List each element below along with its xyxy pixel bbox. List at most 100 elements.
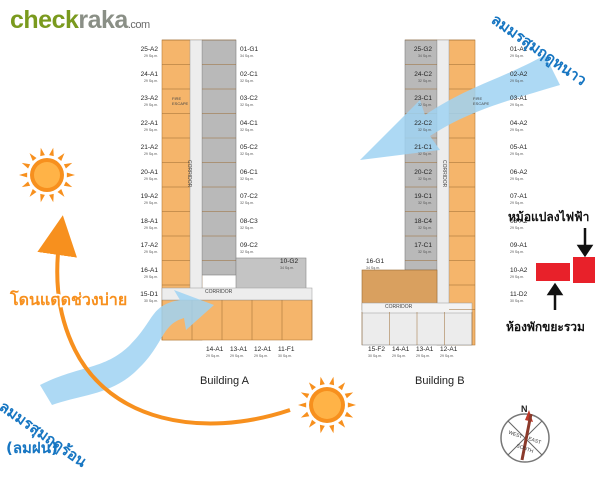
unit-code: 17-C1 [414, 242, 432, 249]
unit-size: 29 Sq.m. [143, 225, 158, 230]
sun-icon-bottom [298, 376, 356, 434]
unit-size: 29 Sq.m. [510, 78, 525, 83]
unit-size: 32 Sq.m. [417, 152, 432, 156]
unit-code: 15-D1 [140, 291, 158, 298]
unit-size: 32 Sq.m. [240, 176, 255, 181]
unit-code: 04-C1 [240, 119, 258, 127]
unit-code: 15-F2 [368, 346, 385, 353]
unit-code: 12-A1 [254, 346, 272, 353]
unit-code: 14-A1 [392, 346, 410, 353]
unit-size: 32 Sq.m. [240, 103, 255, 107]
unit-code: 16-G1 [366, 258, 385, 265]
unit-code: 09-A1 [510, 242, 528, 249]
unit-size: 34 Sq.m. [417, 54, 432, 58]
unit-code: 21-C1 [414, 144, 432, 151]
unit-size: 34 Sq.m. [366, 266, 381, 270]
building-b-name: Building B [415, 375, 465, 387]
unit-code: 13-A1 [416, 346, 434, 353]
unit-size: 32 Sq.m. [240, 250, 255, 254]
corridor-vertical-a: CORRIDOR [186, 160, 192, 188]
unit-size: 32 Sq.m. [417, 127, 432, 132]
unit-size: 29 Sq.m. [143, 152, 158, 156]
unit-size: 32 Sq.m. [240, 201, 255, 205]
unit-size: 29 Sq.m. [230, 354, 245, 358]
unit-code: 25-G2 [413, 46, 432, 53]
unit-size: 32 Sq.m. [417, 176, 432, 181]
hot-wind-note: (ลมฝน) [6, 439, 58, 457]
checkraka-logo: checkraka.com [10, 6, 150, 34]
unit-size: 30 Sq.m. [143, 299, 158, 303]
unit-size: 29 Sq.m. [416, 354, 431, 358]
unit-code: 02-C1 [240, 70, 258, 78]
fire-escape-b: FIRE ESCAPE [473, 96, 490, 106]
unit-code: 07-C2 [240, 193, 258, 200]
unit-size: 32 Sq.m. [240, 127, 255, 132]
unit-size: 29 Sq.m. [143, 103, 158, 107]
unit-code: 12-A1 [440, 346, 458, 353]
unit-size: 29 Sq.m. [510, 225, 525, 230]
unit-code: 18-C4 [414, 217, 432, 225]
unit-code: 10-A2 [510, 266, 528, 274]
unit-size: 29 Sq.m. [510, 250, 525, 254]
unit-size: 29 Sq.m. [143, 78, 158, 83]
sun-path-arrow [37, 215, 291, 426]
unit-code: 24-A1 [140, 70, 158, 78]
corridor-vertical-b: CORRIDOR [441, 160, 447, 188]
unit-size: 30 Sq.m. [278, 354, 293, 358]
unit-size: 29 Sq.m. [206, 354, 221, 358]
unit-size: 29 Sq.m. [143, 201, 158, 205]
unit-size: 29 Sq.m. [254, 354, 269, 358]
unit-size: 29 Sq.m. [143, 274, 158, 279]
compass-icon [500, 410, 550, 463]
unit-size: 29 Sq.m. [510, 176, 525, 181]
unit-size: 32 Sq.m. [240, 225, 255, 230]
unit-code: 19-C1 [414, 193, 432, 200]
cool-wind-arrow [360, 55, 560, 160]
unit-size: 29 Sq.m. [143, 176, 158, 181]
afternoon-sun-label: โดนแดดช่วงบ่าย [10, 290, 128, 309]
unit-code: 04-A2 [510, 119, 528, 127]
unit-code: 24-C2 [414, 70, 432, 78]
transformer-marker [536, 263, 570, 281]
unit-size: 32 Sq.m. [417, 78, 432, 83]
unit-size: 32 Sq.m. [417, 201, 432, 205]
unit-code: 21-A2 [140, 144, 158, 151]
unit-code: 23-C1 [414, 95, 432, 102]
unit-code: 05-C2 [240, 144, 258, 151]
unit-code: 06-A2 [510, 168, 528, 176]
unit-code: 23-A2 [140, 95, 158, 102]
unit-code: 20-A1 [140, 168, 158, 176]
corridor-label-a: CORRIDOR [205, 289, 233, 295]
unit-size: 29 Sq.m. [510, 54, 525, 58]
garbage-room-label: ห้องพักขยะรวม [506, 320, 585, 334]
unit-code: 22-C2 [414, 119, 432, 127]
transformer-label: หม้อแปลงไฟฟ้า [508, 210, 590, 224]
unit-code: 02-A2 [510, 70, 528, 78]
unit-code: 03-A1 [510, 95, 528, 102]
